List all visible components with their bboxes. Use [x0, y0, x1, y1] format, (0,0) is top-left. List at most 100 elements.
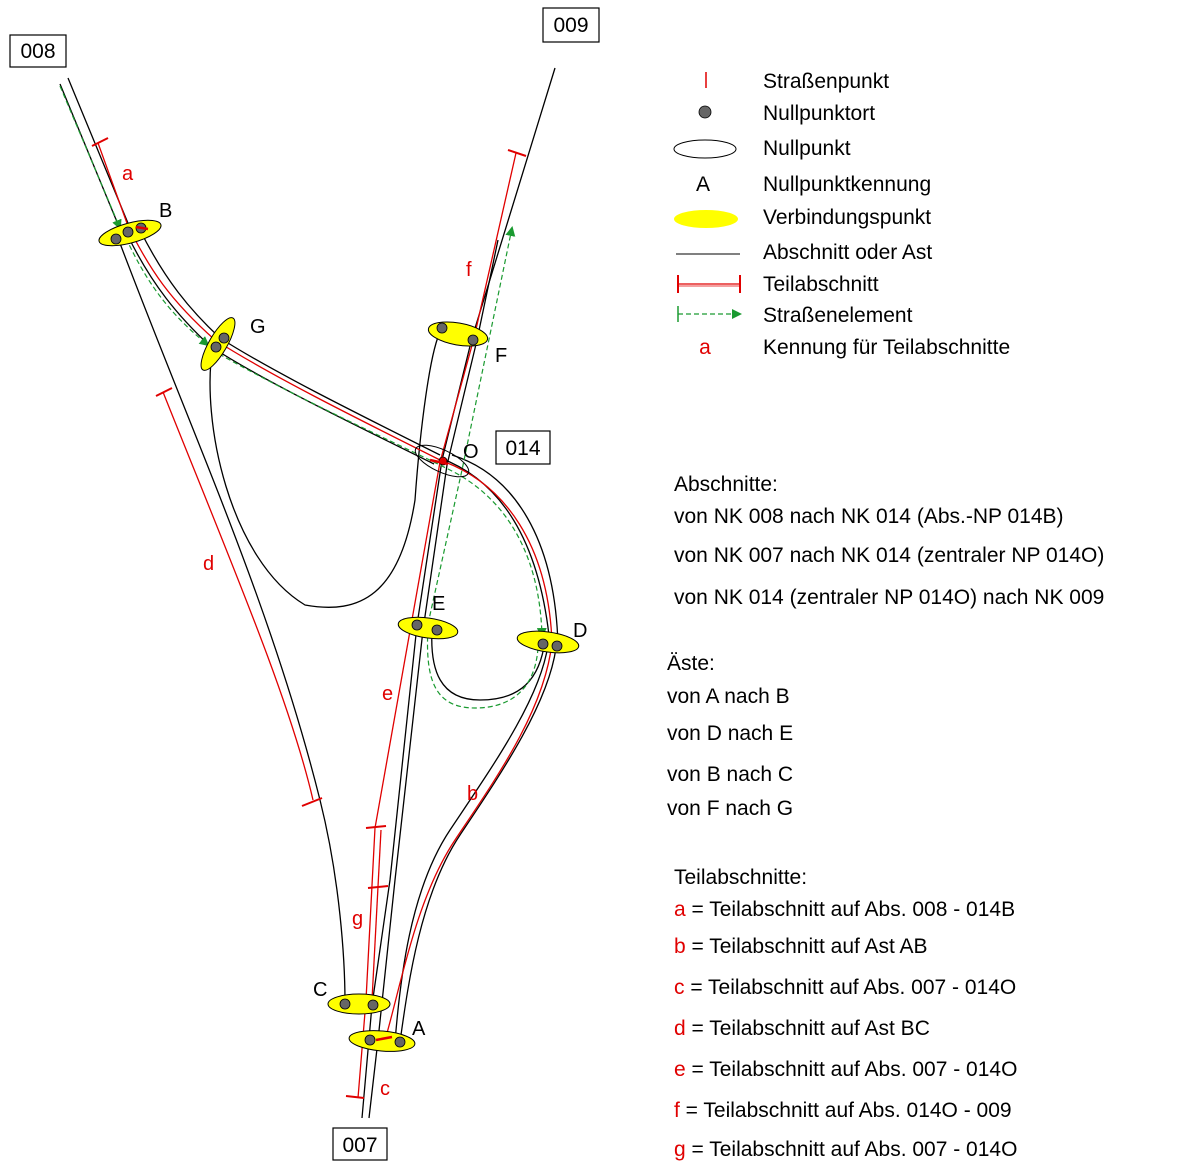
nullpunktort	[551, 640, 563, 652]
nullpunkt-kennungen: B G F O E D C A	[159, 200, 587, 1040]
line-b-g-o-lower	[127, 235, 435, 465]
nullpunktorte	[110, 222, 563, 1048]
nullpunktort	[411, 619, 423, 631]
point-label-e: E	[432, 593, 445, 615]
teilabschnitt-kennungen: a f d e b g c	[122, 163, 478, 1100]
line-007-o-right	[368, 239, 499, 1119]
legend-teilabschnitt-symbol	[677, 275, 741, 293]
legend-verbindungspunkt-symbol	[674, 210, 738, 228]
element-g-o-d	[211, 349, 547, 638]
node-008-box	[9, 34, 67, 68]
legend-kennung-teil-symbol: a	[699, 336, 711, 359]
teil-a	[97, 142, 441, 461]
strassenpunkt	[375, 1035, 393, 1042]
element-d-e	[422, 626, 539, 709]
legend-symbols: A a	[673, 72, 742, 359]
node-014-label: 014	[505, 437, 540, 460]
nullpunktort	[218, 332, 230, 344]
tick	[155, 387, 173, 397]
line-d-a	[394, 644, 549, 1043]
legend-text: Teilabschnitt	[763, 273, 879, 296]
line-b-c	[117, 237, 346, 1004]
legend-texts: Straßenpunkt Nullpunktort Nullpunkt Null…	[763, 70, 1010, 359]
netzknoten: 008 009 014 007	[9, 7, 600, 1161]
abschnitte-block: Abschnitte: von NK 008 nach NK 014 (Abs.…	[674, 473, 1104, 609]
tick	[91, 137, 109, 147]
legend-text: Nullpunktort	[763, 102, 875, 125]
teilabschnitte-item: f = Teilabschnitt auf Abs. 014O - 009	[674, 1099, 1012, 1122]
section-label-a: a	[122, 163, 134, 185]
tick	[365, 825, 387, 829]
legend-text: Kennung für Teilabschnitte	[763, 336, 1010, 359]
point-label-c: C	[313, 979, 327, 1001]
aeste-heading: Äste:	[667, 652, 715, 675]
strassenpunkt	[135, 225, 149, 231]
line-o-d-2	[451, 454, 559, 646]
tick	[301, 797, 323, 807]
line-g-f	[209, 329, 442, 608]
teilabschnitte-item: g = Teilabschnitt auf Abs. 007 - 014O	[674, 1138, 1017, 1161]
legend-text: Nullpunktkennung	[763, 173, 931, 196]
section-label-g: g	[352, 908, 363, 930]
legend-kennung-symbol: A	[696, 173, 710, 196]
nullpunktort	[367, 999, 379, 1011]
aeste-block: Äste: von A nach B von D nach E von B na…	[667, 652, 793, 820]
nullpunktort	[394, 1036, 406, 1048]
verbindungspunkte	[98, 219, 580, 1052]
section-label-d: d	[203, 553, 214, 575]
nullpunktort	[467, 334, 479, 346]
section-label-b: b	[467, 783, 478, 805]
abschnitte-item: von NK 014 (zentraler NP 014O) nach NK 0…	[674, 586, 1104, 609]
section-label-c: c	[380, 1078, 390, 1100]
point-label-d: D	[573, 620, 587, 642]
abschnitte-item: von NK 007 nach NK 014 (zentraler NP 014…	[674, 544, 1104, 567]
node-008-label: 008	[20, 40, 55, 63]
section-label-e: e	[382, 683, 393, 705]
verbindungspunkt-c	[327, 993, 391, 1015]
teil-d	[162, 391, 314, 801]
line-007-o-left	[361, 67, 556, 1119]
strassenpunkt	[429, 458, 449, 466]
verbindungspunkt-e	[397, 616, 459, 640]
tick	[507, 149, 527, 157]
aeste-item: von B nach C	[667, 763, 793, 786]
legend-nullpunkt-symbol	[673, 139, 737, 159]
element-e-f	[427, 226, 516, 625]
line-d-e-loop	[431, 629, 546, 701]
teilabschnitte-lines	[97, 142, 553, 1099]
legend-text: Abschnitt oder Ast	[763, 241, 932, 264]
node-009-label: 009	[553, 14, 588, 37]
nullpunktort	[364, 1034, 376, 1046]
abschnitte-item: von NK 008 nach NK 014 (Abs.-NP 014B)	[674, 505, 1064, 528]
legend-nullpunktort-symbol	[698, 105, 712, 119]
node-009-box	[542, 7, 600, 43]
point-label-g: G	[250, 316, 266, 338]
abschnitte-heading: Abschnitte:	[674, 473, 778, 496]
aeste-item: von D nach E	[667, 722, 793, 745]
teilabschnitte-block: Teilabschnitte: a = Teilabschnitt auf Ab…	[674, 866, 1017, 1161]
teil-e	[374, 461, 441, 829]
legend-strassenelement-symbol	[677, 306, 742, 322]
section-label-f: f	[466, 259, 472, 281]
point-label-f: F	[495, 345, 507, 367]
element-b-g	[125, 237, 210, 347]
verbindungspunkt-a	[348, 1030, 416, 1052]
point-label-o: O	[463, 441, 479, 463]
node-014-box	[495, 430, 551, 465]
strassenelemente	[59, 85, 547, 709]
nullpunktort	[122, 226, 134, 238]
strassenpunkt-ticks	[91, 137, 527, 1099]
teilabschnitte-item: b = Teilabschnitt auf Ast AB	[674, 935, 928, 958]
teil-b	[384, 461, 553, 1041]
nullpunktort	[436, 322, 448, 334]
legend-text: Straßenpunkt	[763, 70, 889, 93]
strassenpunkt-marks	[135, 225, 449, 1042]
point-label-b: B	[159, 200, 172, 222]
teil-f	[439, 152, 517, 463]
teil-g	[357, 827, 376, 1099]
nullpunktort	[537, 638, 549, 650]
nullpunktort	[339, 998, 351, 1010]
teilabschnitte-item: e = Teilabschnitt auf Abs. 007 - 014O	[674, 1058, 1017, 1081]
element-008-b	[59, 85, 122, 230]
